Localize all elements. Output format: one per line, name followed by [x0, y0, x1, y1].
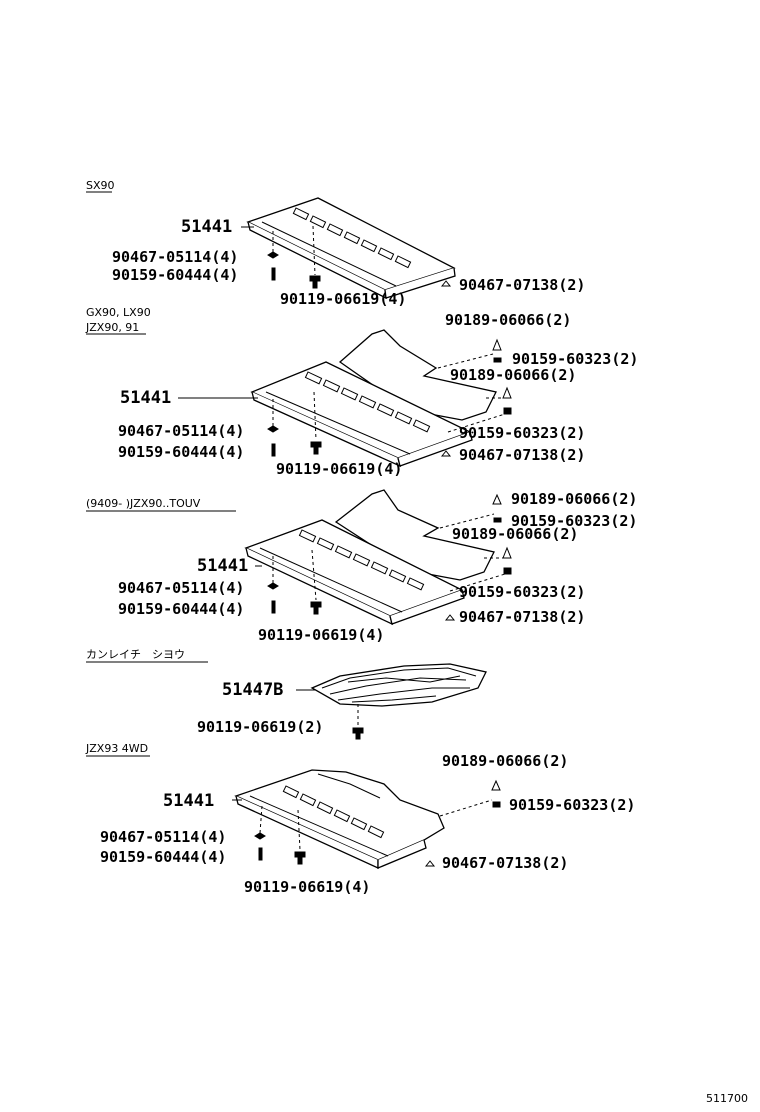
bolt-icon — [309, 275, 321, 289]
screw-a-icon — [493, 517, 502, 523]
screw-a-icon — [492, 801, 501, 808]
bolt-icon — [310, 601, 322, 615]
bolt-icon — [294, 851, 306, 865]
label-screw: 90159-60444(4) — [118, 600, 244, 618]
label-panel: 51441 — [181, 217, 232, 237]
label-clip-b: 90189-06066(2) — [452, 525, 578, 543]
section-sx90: SX90 51441 90467-05114(4) 90159-60444(4) — [86, 179, 585, 308]
label-panel: 51441 — [120, 388, 171, 408]
label-screw-b: 90159-60323(2) — [459, 583, 585, 601]
caption-jzx90-touv: (9409- )JZX90..TOUV — [86, 497, 201, 510]
label-screw-a: 90159-60323(2) — [509, 796, 635, 814]
engine-under-cover-jzx90-touv — [244, 489, 495, 626]
caption-sx90: SX90 — [86, 179, 115, 192]
label-panel: 51447B — [222, 680, 283, 700]
label-panel: 51441 — [163, 791, 214, 811]
screw-b-icon — [503, 567, 512, 575]
label-screw: 90159-60444(4) — [112, 266, 238, 284]
caption-cold-area: カンレイチ シヨウ — [86, 648, 185, 661]
label-panel: 51441 — [197, 556, 248, 576]
screw-icon — [258, 847, 263, 861]
label-clip-a: 90189-06066(2) — [442, 752, 568, 770]
clip-a-icon — [491, 779, 501, 791]
label-clip-a: 90189-06066(2) — [511, 490, 637, 508]
clip-icon — [440, 280, 452, 287]
label-clip-b: 90189-06066(2) — [450, 366, 576, 384]
nut-icon — [267, 425, 279, 433]
section-cold-area: カンレイチ シヨウ 51447B 90119-06619(2) — [86, 648, 487, 740]
clip-icon — [440, 450, 452, 457]
clip-a-icon — [492, 493, 502, 505]
label-bolt: 90119-06619(4) — [276, 460, 402, 478]
clip-icon — [444, 614, 456, 621]
clip-b-icon — [502, 546, 512, 559]
clip-b-icon — [502, 386, 512, 399]
label-screw-b: 90159-60323(2) — [459, 424, 585, 442]
screw-a-icon — [493, 357, 502, 363]
nut-icon — [267, 582, 279, 590]
label-bolt: 90119-06619(4) — [244, 878, 370, 896]
screw-icon — [271, 267, 276, 281]
engine-under-cover-sx90 — [246, 197, 456, 300]
section-jzx90-touv: (9409- )JZX90..TOUV 90189-06066(2) 90159… — [86, 489, 637, 644]
label-nut: 90467-05114(4) — [118, 422, 244, 440]
bolt-icon — [352, 727, 364, 740]
label-bolt: 90119-06619(4) — [258, 626, 384, 644]
nut-icon — [254, 832, 266, 840]
clip-icon — [424, 860, 436, 867]
label-screw: 90159-60444(4) — [100, 848, 226, 866]
engine-under-cover-jzx93 — [234, 769, 445, 870]
section-jzx93-4wd: JZX93 4WD 90189-06066(2) 90159-60323(2) … — [85, 742, 635, 896]
label-clip-a: 90189-06066(2) — [445, 311, 571, 329]
label-clip: 90467-07138(2) — [442, 854, 568, 872]
caption-gx90-line2: JZX90, 91 — [85, 321, 139, 334]
page-code: 511700 — [706, 1092, 748, 1105]
caption-jzx93-4wd: JZX93 4WD — [85, 742, 148, 755]
caption-gx90-line1: GX90, LX90 — [86, 306, 151, 319]
label-bolt: 90119-06619(2) — [197, 718, 323, 736]
engine-under-cover-gx90 — [250, 329, 497, 468]
screw-icon — [271, 443, 276, 457]
label-clip: 90467-07138(2) — [459, 276, 585, 294]
label-clip: 90467-07138(2) — [459, 608, 585, 626]
section-gx90: GX90, LX90 JZX90, 91 90189-06066(2) 9015… — [85, 306, 638, 478]
label-nut: 90467-05114(4) — [118, 579, 244, 597]
bolt-icon — [310, 441, 322, 455]
label-clip: 90467-07138(2) — [459, 446, 585, 464]
label-screw-a: 90159-60323(2) — [512, 350, 638, 368]
screw-icon — [271, 600, 276, 614]
label-screw-a: 90159-60323(2) — [511, 512, 637, 530]
label-nut: 90467-05114(4) — [112, 248, 238, 266]
label-nut: 90467-05114(4) — [100, 828, 226, 846]
under-cover-plate-51447b — [310, 663, 487, 707]
label-screw: 90159-60444(4) — [118, 443, 244, 461]
nut-icon — [267, 251, 279, 259]
clip-a-icon — [492, 338, 502, 351]
label-bolt: 90119-06619(4) — [280, 290, 406, 308]
screw-b-icon — [503, 407, 512, 415]
